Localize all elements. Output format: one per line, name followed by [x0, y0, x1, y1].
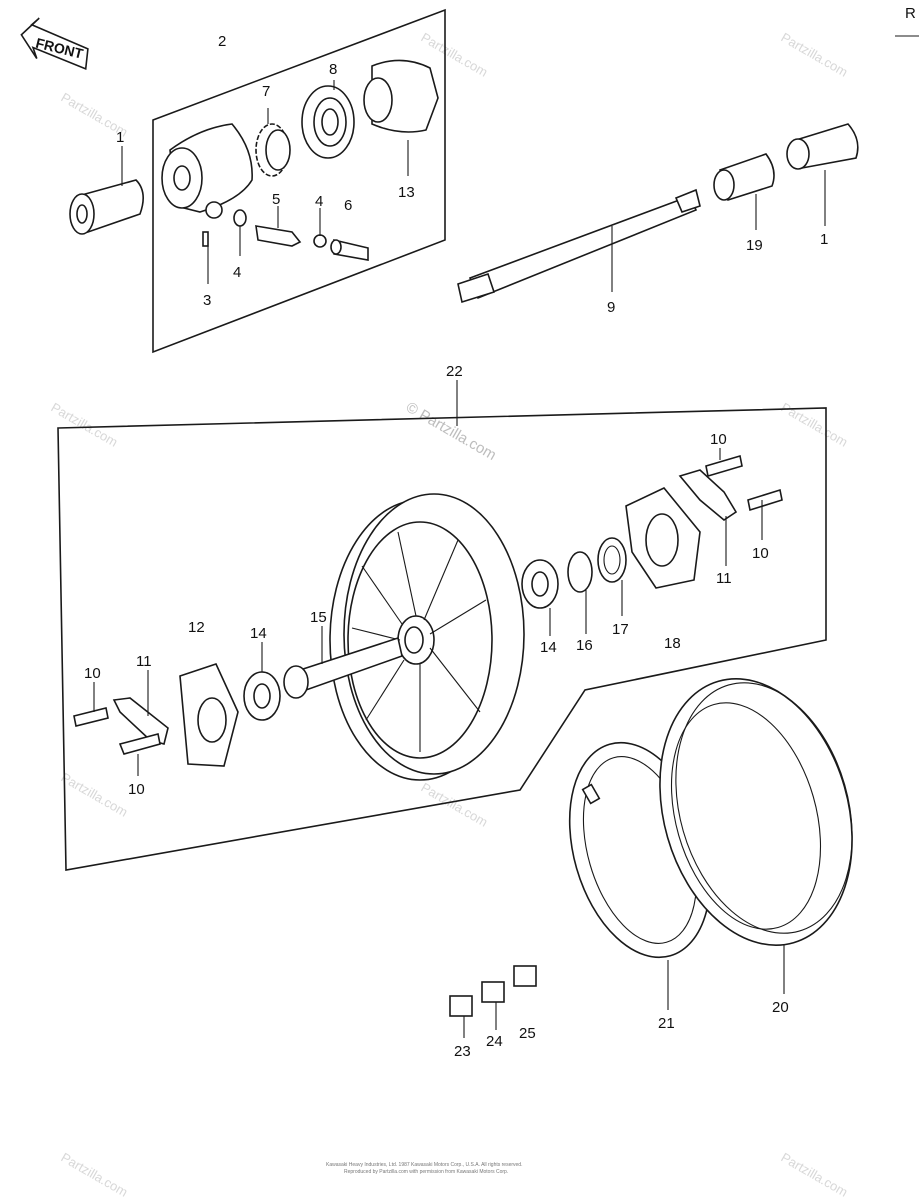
part-14-bearing	[521, 559, 559, 609]
part-9-axle	[457, 188, 701, 304]
part-14-bearing	[243, 671, 281, 721]
watermark-text: Partzilla.com	[59, 770, 131, 820]
part-17-seal	[597, 537, 627, 583]
part-10-bolt	[747, 488, 783, 512]
callout-6: 6	[344, 197, 352, 214]
part-7-drive-gear	[255, 123, 291, 177]
callout-17: 17	[612, 621, 629, 638]
callout-7: 7	[262, 83, 270, 100]
footer-reproduced: Reproduced by Partzilla.com with permiss…	[344, 1169, 508, 1175]
part-1-collar	[69, 179, 144, 235]
watermark-copyright: © Partzilla.com	[403, 399, 499, 464]
callout-23: 23	[454, 1043, 471, 1060]
part-4-washer	[233, 209, 247, 227]
callout-22: 22	[446, 363, 463, 380]
callout-25: 25	[519, 1025, 536, 1042]
callout-10: 10	[752, 545, 769, 562]
watermark-text: Partzilla.com	[49, 400, 121, 450]
callout-3: 3	[203, 292, 211, 309]
watermark-text: Partzilla.com	[779, 30, 851, 80]
part-10-bolt	[73, 707, 109, 727]
part-23-shim	[449, 995, 473, 1017]
part-8-seal	[301, 85, 355, 159]
part-16-circlip	[567, 551, 593, 593]
callout-1: 1	[116, 129, 124, 146]
part-17-seal-inner	[603, 545, 621, 575]
part-15-cast-wheel	[329, 493, 525, 781]
callout-10: 10	[710, 431, 727, 448]
callout-10: 10	[84, 665, 101, 682]
part-3-pin	[202, 231, 209, 247]
watermark-text: Partzilla.com	[59, 1150, 131, 1200]
wheel-assembly-box	[57, 407, 827, 871]
callout-18: 18	[664, 635, 681, 652]
callout-9: 9	[607, 299, 615, 316]
part-6-bushing	[330, 238, 369, 261]
watermark-text: Partzilla.com	[779, 400, 851, 450]
front-arrow-icon: FRONT	[20, 17, 89, 71]
callout-15: 15	[310, 609, 327, 626]
part-13-retainer	[363, 59, 439, 133]
part-11-lock-plate	[112, 697, 169, 745]
part-14-spacer	[283, 665, 309, 699]
callout-11: 11	[716, 570, 732, 587]
callout-16: 16	[576, 637, 593, 654]
part-4-washer	[313, 234, 327, 248]
callout-20: 20	[772, 999, 789, 1016]
callout-8: 8	[329, 61, 337, 78]
part-10-bolt	[118, 733, 161, 755]
upper-assembly-box	[152, 8, 446, 354]
part-1-collar	[786, 123, 859, 170]
callout-12: 12	[188, 619, 205, 636]
callout-labels: 1 2 3 4 4 5 6 7 8 13 9 19 1 22 10 10 11 …	[84, 33, 828, 1060]
part-25-shim	[513, 965, 537, 987]
callout-21: 21	[658, 1015, 675, 1032]
part-12-disc-plate	[179, 663, 239, 767]
callout-14: 14	[540, 639, 557, 656]
part-2-meter-gear-housing	[161, 123, 253, 219]
part-11-lock-plate	[678, 469, 738, 521]
watermark-text: Partzilla.com	[779, 1150, 851, 1200]
callout-4: 4	[233, 264, 241, 281]
callout-24: 24	[486, 1033, 503, 1050]
leader-lines	[93, 80, 826, 1038]
callout-13: 13	[398, 184, 415, 201]
footer-copyright: Kawasaki Heavy Industries, Ltd. 1987 Kaw…	[326, 1162, 522, 1168]
callout-11: 11	[136, 653, 152, 670]
corner-letter: R	[905, 5, 916, 22]
part-19-collar	[713, 153, 775, 202]
callout-14: 14	[250, 625, 267, 642]
callout-19: 19	[746, 237, 763, 254]
watermark-text: Partzilla.com	[419, 780, 491, 830]
callout-4: 4	[315, 193, 323, 210]
callout-10: 10	[128, 781, 145, 798]
callout-1: 1	[820, 231, 828, 248]
part-10-bolt	[705, 454, 743, 478]
part-18-disc-plate	[625, 487, 701, 589]
part-20-tire	[659, 678, 853, 946]
part-24-shim	[481, 981, 505, 1003]
callout-5: 5	[272, 191, 280, 208]
callout-2: 2	[218, 33, 226, 50]
part-5-pinion	[255, 225, 302, 247]
